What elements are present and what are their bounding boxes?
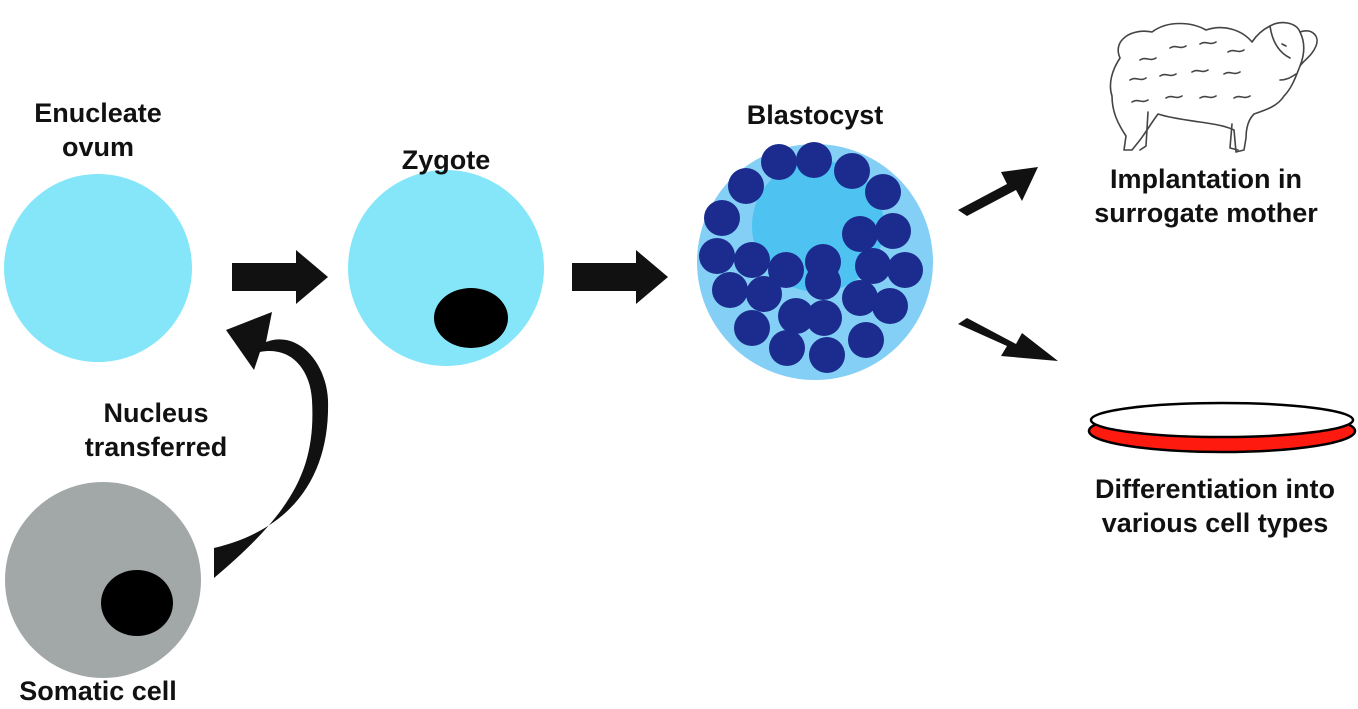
curved-arrow-nucleus-transfer (214, 312, 329, 578)
somatic-nucleus (101, 570, 173, 636)
enucleate-ovum-cell (4, 174, 192, 362)
arrow-to-differentiation (958, 318, 1058, 361)
label-implantation: Implantation in surrogate mother (1094, 164, 1318, 228)
arrow-ovum-to-zygote (232, 250, 328, 304)
sheep-icon (1109, 21, 1318, 153)
label-differentiation: Differentiation into various cell types (1095, 474, 1335, 538)
label-blastocyst: Blastocyst (746, 100, 884, 130)
label-somatic-cell: Somatic cell (19, 676, 177, 706)
blastomeres (699, 142, 923, 373)
arrow-zygote-to-blastocyst (572, 250, 668, 304)
zygote-cell (348, 170, 544, 366)
label-nucleus-transferred: Nucleus transferred (84, 398, 228, 462)
petri-dish-icon (1087, 401, 1357, 454)
zygote-nucleus (434, 288, 508, 348)
somatic-cell (5, 482, 201, 678)
label-enucleate-ovum: Enucleate ovum (34, 98, 162, 162)
blastocyst (697, 142, 933, 380)
arrow-to-implantation (958, 167, 1038, 216)
label-zygote: Zygote (401, 145, 491, 175)
